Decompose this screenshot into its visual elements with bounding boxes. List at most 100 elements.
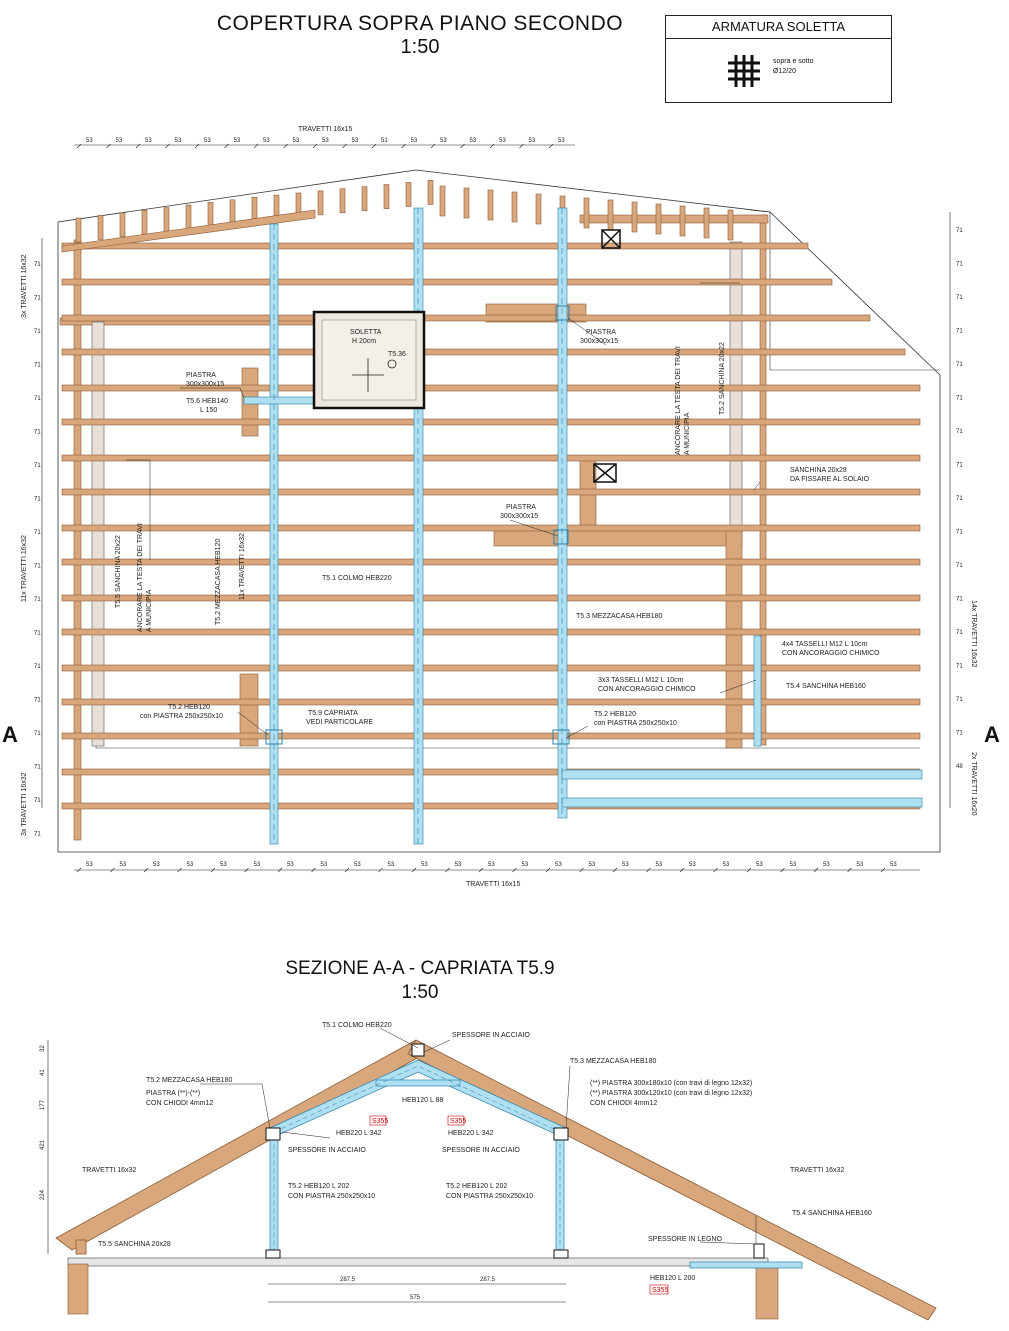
label-piastra-c-dim: 300x300x15	[500, 513, 538, 520]
section-scale: 1:50	[401, 982, 439, 1003]
plan-annotations: SOLETTA H 20cm T5.36 PIASTRA 300x300x15 …	[115, 329, 880, 727]
label-ancorare-right-2: A MUNICIPIA	[684, 412, 691, 455]
label-tasselli3-2: CON ANCORAGGIO CHIMICO	[598, 686, 696, 693]
dimbot-1: 53	[120, 862, 127, 868]
dim-lines	[41, 144, 951, 871]
rafter-r-12	[703, 207, 710, 239]
rafter-1	[75, 217, 82, 243]
travetto-14	[61, 698, 921, 706]
rafter-13	[339, 188, 346, 214]
dimright-3: 71	[956, 329, 963, 335]
label-t59-1: T5.9 CAPRIATA	[308, 710, 358, 717]
dimtop-1: 53	[116, 138, 123, 144]
dimright-8: 71	[956, 496, 963, 502]
left-group-3: 3x TRAVETTI 16x32	[21, 772, 28, 836]
rafter-r-2	[463, 187, 470, 219]
section-leaders	[200, 1027, 757, 1245]
sec-mezza-left: T5.2 MEZZACASA HEB180	[146, 1077, 232, 1084]
sec-tag-b: S355	[450, 1118, 466, 1125]
travetto-11	[61, 594, 921, 602]
dimtop-8: 53	[322, 138, 329, 144]
travetto-5	[61, 384, 921, 392]
sec-piastra-r3: CON CHIODI 4mm12	[590, 1100, 657, 1107]
dimbot-0: 53	[86, 862, 93, 868]
dimleft-2: 71	[34, 329, 41, 335]
label-t56: T5.6 HEB140	[186, 398, 228, 405]
rafter-6	[185, 204, 192, 230]
label-piastra-b-dim: 300x300x15	[580, 338, 618, 345]
travetto-1	[61, 242, 809, 250]
dimtop-0: 53	[86, 138, 93, 144]
rafter-r-5	[535, 193, 542, 225]
dimtop-13: 53	[470, 138, 477, 144]
label-piastra-b: PIASTRA	[586, 329, 616, 336]
sec-dim-left-1: 41	[40, 1069, 46, 1076]
section-title: SEZIONE A-A - CAPRIATA T5.9	[285, 958, 555, 979]
dimright-12: 71	[956, 630, 963, 636]
dimbot-4: 53	[220, 862, 227, 868]
sec-mezza-right: T5.3 MEZZACASA HEB180	[570, 1058, 656, 1065]
dimtop-14: 53	[499, 138, 506, 144]
sec-heb120-bottom: HEB120 L 200	[650, 1275, 695, 1282]
dimright-9: 71	[956, 530, 963, 536]
rafter-r-8	[607, 199, 614, 231]
sec-piastra-r2: (**) PIASTRA 300x120x10 (con travi di le…	[590, 1090, 752, 1097]
label-t52-heb-l1: T5.2 HEB120	[168, 704, 210, 711]
travetto-8	[61, 488, 921, 496]
left-group-1: 3x TRAVETTI 16x32	[21, 254, 28, 318]
label-tasselli4-2: CON ANCORAGGIO CHIMICO	[782, 650, 880, 657]
rafter-5	[163, 207, 170, 232]
label-soletta: SOLETTA	[350, 329, 382, 336]
dimbot-8: 53	[354, 862, 361, 868]
sec-piastra-left-2: CON CHIODI 4mm12	[146, 1100, 213, 1107]
dimtop-2: 53	[145, 138, 152, 144]
leader-lines	[126, 282, 761, 739]
sec-heb220-right: HEB220 L 342	[448, 1130, 493, 1137]
label-tasselli4-1: 4x4 TASSELLI M12 L 10cm	[782, 641, 868, 648]
label-t52-heb-r2: con PIASTRA 250x250x10	[594, 720, 677, 727]
dimleft-14: 71	[34, 731, 41, 737]
rafter-17	[427, 180, 434, 205]
dimleft-10: 71	[34, 597, 41, 603]
label-t54-sanch: T5.4 SANCHINA HEB160	[786, 683, 866, 690]
dimtop-4: 53	[204, 138, 211, 144]
dimtop-9: 53	[352, 138, 359, 144]
rafter-r-11	[679, 205, 686, 237]
dimtop-6: 53	[263, 138, 270, 144]
travetto-9	[61, 524, 921, 532]
label-t52-heb-r1: T5.2 HEB120	[594, 711, 636, 718]
dimright-10: 71	[956, 563, 963, 569]
dimright-7: 71	[956, 463, 963, 469]
section-annotations: T5.1 COLMO HEB220 SPESSORE IN ACCIAIO T5…	[82, 1022, 872, 1295]
dimleft-17: 71	[34, 832, 41, 838]
dimbot-11: 53	[455, 862, 462, 868]
sec-spessore-top: SPESSORE IN ACCIAIO	[452, 1032, 530, 1039]
rafter-16	[405, 182, 412, 207]
label-t52-mezza: T5.2 MEZZACASA HEB120	[215, 539, 222, 625]
sec-trav-left: TRAVETTI 16x32	[82, 1167, 136, 1174]
label-piastra-c: PIASTRA	[506, 504, 536, 511]
rafter-4	[141, 209, 148, 235]
rafter-r-4	[511, 191, 518, 223]
truss-centerline	[273, 1065, 561, 1256]
label-t52-sanch-right: T5.2 SANCHINA 20x22	[719, 342, 726, 415]
dimbot-22: 53	[823, 862, 830, 868]
plan-outline	[57, 169, 941, 853]
legend-header: ARMATURA SOLETTA	[666, 16, 891, 39]
rafter-r-9	[631, 201, 638, 233]
travetto-2	[61, 278, 833, 286]
dimbot-12: 53	[488, 862, 495, 868]
sec-t55: T5.5 SANCHINA 20x28	[98, 1241, 171, 1248]
floor-slab	[67, 1257, 779, 1320]
rafter-9	[251, 196, 258, 222]
sec-spessore-legno: SPESSORE IN LEGNO	[648, 1236, 722, 1243]
dimright-13: 71	[956, 664, 963, 670]
sec-heb220-left: HEB220 L 342	[336, 1130, 381, 1137]
rafter-r-3	[487, 189, 494, 221]
dimleft-3: 71	[34, 363, 41, 369]
sec-piastra-r1: (**) PIASTRA 300x180x10 (con travi di le…	[590, 1080, 752, 1087]
dimbot-23: 53	[857, 862, 864, 868]
dimright-5: 71	[956, 396, 963, 402]
